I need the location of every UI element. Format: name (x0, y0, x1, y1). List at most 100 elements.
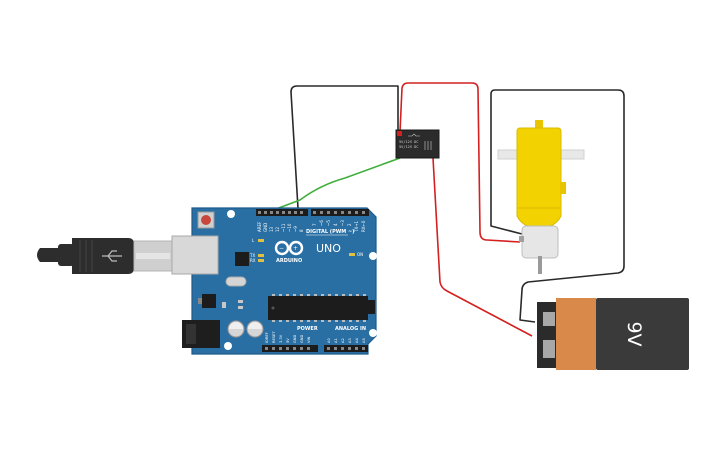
pin-label: ~10 (287, 223, 292, 232)
motor-gearbox-bottom (516, 207, 562, 229)
pin-label: VIN (307, 336, 311, 343)
led-l (258, 239, 264, 242)
status-leds (258, 239, 355, 262)
usb-icon (102, 250, 122, 262)
digital-header-label: DIGITAL (PWM ~) (306, 229, 354, 235)
arduino-model-text: UNO (316, 242, 341, 255)
pin-label: A3 (348, 338, 352, 343)
battery-terminal-face-plus (543, 312, 555, 326)
relay-module[interactable]: 5V/12V DC 5V/12V DC (395, 129, 440, 159)
pin-label: RESET (272, 331, 276, 343)
power-header (262, 345, 318, 352)
power-header-label: POWER (297, 326, 318, 332)
usb-grip-lines (79, 240, 93, 272)
mounting-hole (227, 210, 235, 218)
led-tx (258, 254, 264, 257)
mounting-hole (224, 342, 232, 350)
analog-header (324, 345, 368, 352)
motor-side-tab (560, 182, 566, 194)
pin-label: 13 (269, 226, 274, 232)
usb-plug-grip (58, 244, 74, 266)
analog-header-label: ANALOG IN (335, 326, 366, 332)
relay-body (395, 129, 440, 159)
dc-gear-motor[interactable] (497, 120, 585, 274)
wire-black-motor-battery[interactable] (490, 89, 625, 323)
pin-label: 4 (333, 223, 338, 226)
capacitors (227, 320, 264, 338)
pin-label: A1 (334, 338, 338, 343)
battery-9v[interactable]: 9V (537, 298, 689, 370)
pin-label: A5 (362, 338, 366, 343)
usb-controller-chip (235, 252, 249, 266)
usb-cable[interactable] (37, 238, 173, 274)
pin-label: ~11 (281, 223, 286, 232)
pin-label: A4 (355, 338, 359, 343)
smd-component (238, 300, 243, 303)
pin-label: GND (293, 335, 297, 343)
pin-label: RX←0 (361, 220, 366, 232)
relay-label-line2: 5V/12V DC (399, 145, 418, 149)
motor-top-tab (535, 120, 543, 130)
battery-voltage-label: 9V (623, 321, 645, 346)
wire-green-signal-relay[interactable] (267, 157, 401, 213)
relay-symbol-icon (408, 133, 432, 150)
logo-plus: + (293, 245, 298, 252)
smd-component (238, 306, 243, 309)
usb-b-port (171, 235, 219, 275)
pin-label: TX→1 (354, 220, 359, 233)
power-pin-labels: IOREF RESET 3.3V 5V GND GND VIN (265, 331, 311, 343)
pin-label: ~3 (340, 220, 345, 226)
wire-red-relay-battery[interactable] (432, 157, 533, 337)
pin-label: 7 (312, 223, 317, 226)
pin-label: A0 (327, 338, 331, 343)
icsp-header (368, 300, 375, 314)
atmega-microcontroller (268, 296, 368, 320)
pin-label: IOREF (265, 332, 269, 343)
chip-pins (272, 294, 366, 322)
wire-red-relay-motor[interactable] (399, 82, 521, 243)
voltage-regulator (202, 294, 216, 308)
pin-label: ~5 (326, 220, 331, 226)
reset-button-cap[interactable] (201, 215, 211, 225)
crystal-oscillator (225, 276, 247, 287)
digital-header-right (311, 209, 369, 216)
mounting-hole (369, 329, 377, 337)
pin-label: 2 (347, 223, 352, 226)
pin-label: AREF (257, 221, 262, 232)
motor-gearbox (516, 127, 562, 213)
pin-label: 12 (275, 226, 280, 232)
pin-label: A2 (341, 338, 345, 343)
led-on-label: ON (357, 252, 363, 257)
battery-label-band (556, 298, 596, 370)
led-l-label: L (252, 238, 255, 243)
arduino-uno-board[interactable]: AREF GND 13 12 ~11 ~10 ~9 8 7 ~6 ~5 4 ~3… (171, 207, 377, 355)
arduino-logo-icon (274, 240, 304, 256)
logo-minus: − (279, 245, 284, 252)
arduino-brand-text: ARDUINO (276, 258, 302, 264)
led-on (349, 253, 355, 256)
battery-body (596, 298, 689, 370)
pin-label: 5V (286, 338, 290, 343)
pin-label: ~9 (293, 226, 298, 232)
led-rx-label: RX (250, 258, 256, 263)
digital-pin-labels: AREF GND 13 12 ~11 ~10 ~9 8 7 ~6 ~5 4 ~3… (257, 220, 366, 233)
relay-pin-marker (397, 131, 402, 136)
motor-can (521, 225, 559, 259)
mounting-hole (369, 252, 377, 260)
smd-component (222, 302, 226, 308)
pin-label: ~6 (319, 220, 324, 226)
usb-plug-cap (37, 248, 60, 262)
digital-header-pins (258, 211, 365, 214)
battery-terminal-face-minus (543, 340, 555, 358)
wire-black-gnd-relay[interactable] (290, 85, 399, 259)
bottom-header-pins (265, 347, 365, 350)
pin-label: GND (263, 223, 268, 232)
led-tx-label: TX (249, 253, 255, 258)
pin-label: 8 (299, 229, 304, 232)
pin-label: GND (300, 335, 304, 343)
pin-label: 3.3V (279, 334, 283, 343)
analog-pin-labels: A0 A1 A2 A3 A4 A5 (327, 338, 366, 343)
wires (267, 82, 625, 337)
motor-end-shaft (538, 256, 542, 274)
